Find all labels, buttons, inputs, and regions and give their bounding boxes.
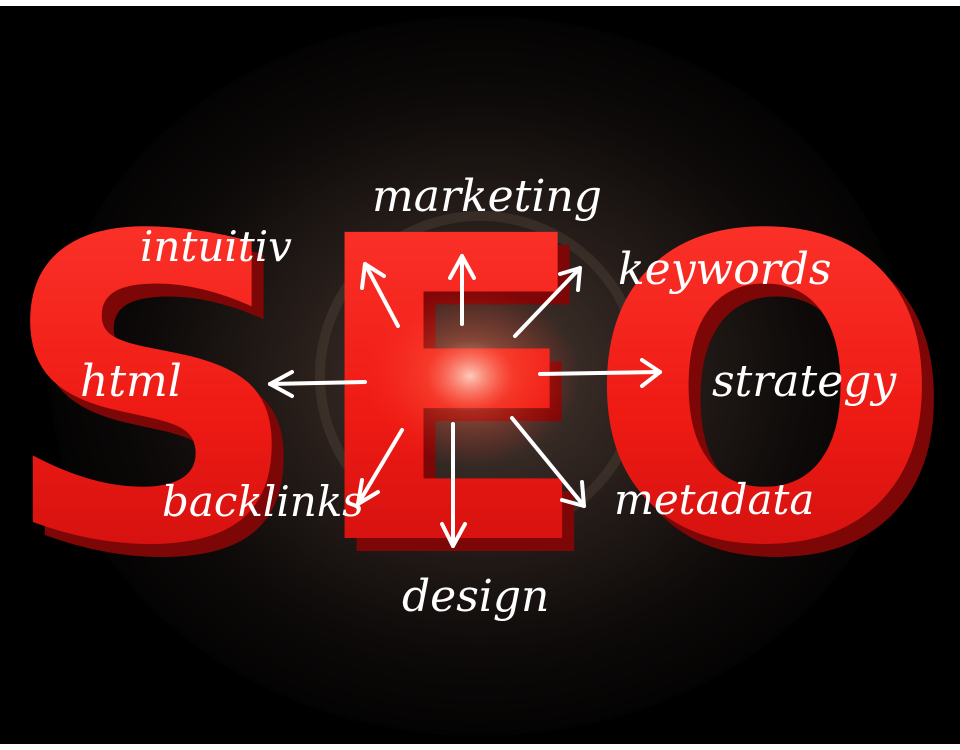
- illustration-canvas: S E O S E O: [0, 6, 960, 744]
- letter-s: S: [0, 149, 303, 638]
- arrow-html: [268, 380, 367, 386]
- letter-o: O: [586, 149, 943, 638]
- seo-letters: S E O: [0, 149, 943, 638]
- arrow-strategy: [538, 370, 662, 376]
- glow-ring: [315, 211, 645, 541]
- letter-s-shadow: S: [12, 162, 315, 651]
- arrow-metadata: [510, 416, 586, 508]
- arrow-backlinks: [356, 428, 404, 506]
- arrows: [268, 254, 662, 548]
- seo-illustration: S E O S E O: [0, 6, 960, 744]
- word-keywords: keywords: [618, 244, 832, 295]
- word-metadata: metadata: [614, 475, 814, 524]
- letter-o-shadow: O: [598, 162, 955, 651]
- word-marketing: marketing: [372, 171, 602, 222]
- word-strategy: strategy: [712, 356, 897, 407]
- word-backlinks: backlinks: [162, 477, 364, 526]
- word-design: design: [402, 571, 549, 622]
- arrow-keywords: [513, 266, 582, 338]
- arrow-intuitiv: [363, 262, 400, 328]
- keyword-labels: marketing intuitiv keywords html strateg…: [80, 171, 897, 622]
- word-intuitiv: intuitiv: [140, 222, 292, 271]
- center-flare: [360, 286, 580, 466]
- letter-extrusion: S E O: [12, 162, 955, 651]
- word-html: html: [80, 356, 182, 407]
